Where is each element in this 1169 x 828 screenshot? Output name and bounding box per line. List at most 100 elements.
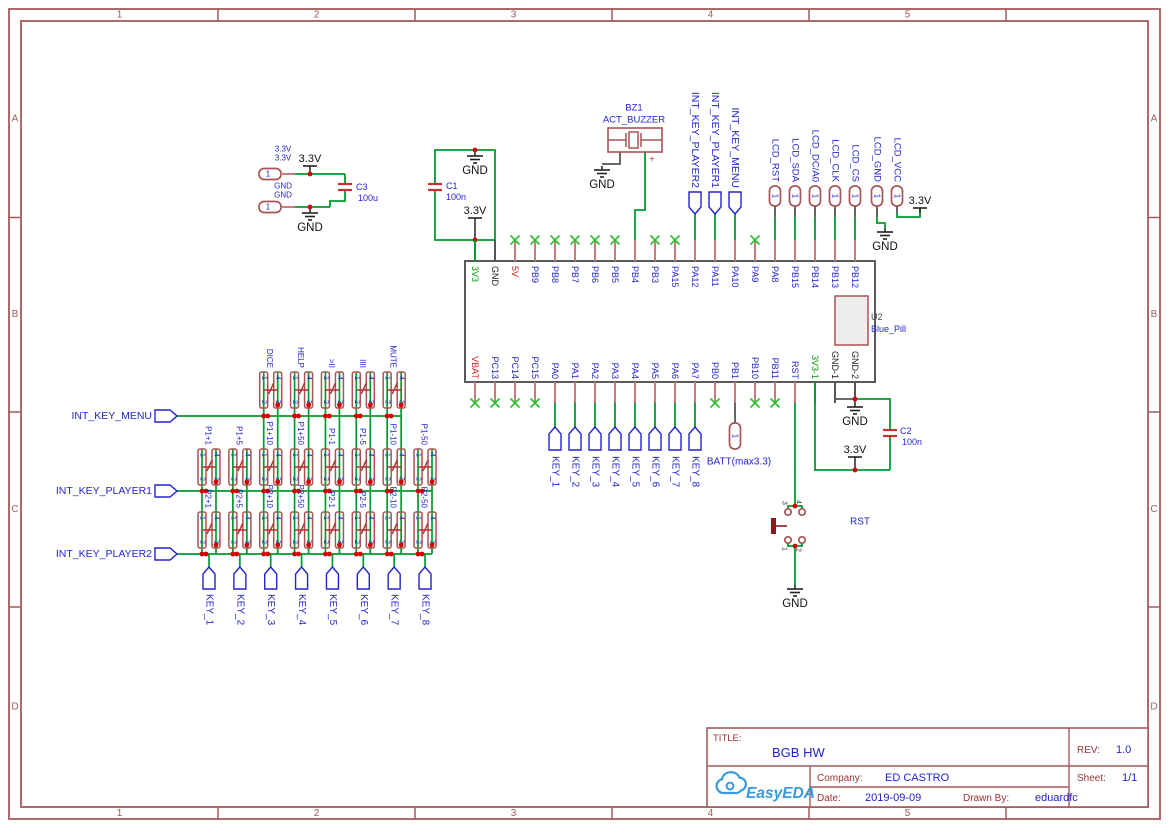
switch-label: P2-10 — [389, 487, 398, 509]
switch-pin-number: 3 — [367, 400, 374, 404]
ic-pin-name-PA9: PA9 — [750, 266, 760, 282]
switch-pin-number: 2 — [322, 400, 329, 404]
switch-pin-number: 2 — [291, 400, 298, 404]
switch-label: P1+5 — [234, 426, 243, 445]
c2-value: 100n — [902, 437, 922, 447]
c1-value: 100n — [446, 192, 466, 202]
lcd-connector-6[interactable] — [890, 185, 904, 207]
rst-button-pin[interactable] — [783, 507, 793, 517]
rst-button-pin[interactable] — [797, 507, 807, 517]
ic-pin-name-PB1: PB1 — [730, 362, 740, 379]
net-port-KEY_5[interactable] — [628, 425, 642, 451]
junction-dot — [234, 551, 240, 557]
net-port-INT_KEY_MENU[interactable] — [728, 191, 742, 216]
net-port-INT_KEY_PLAYER1[interactable] — [708, 191, 722, 216]
switch-pin-number: 1 — [229, 516, 236, 520]
net-port-KEY_3[interactable] — [588, 425, 602, 451]
ic-pin-name-PB12: PB12 — [850, 266, 860, 288]
ic-pin-name-PB9: PB9 — [530, 266, 540, 283]
switch-pin-number: 3 — [274, 400, 281, 404]
net-port-KEY_4[interactable] — [608, 425, 622, 451]
lcd-connector-1[interactable] — [788, 185, 802, 207]
lcd-connector-2-pin-number: 1 — [811, 194, 820, 199]
header-gnd-pin-number: 1 — [266, 203, 271, 212]
lcd-connector-0[interactable] — [768, 185, 782, 207]
switch-label: P1-10 — [389, 424, 398, 446]
junction-dot — [388, 413, 394, 419]
battery-connector[interactable] — [728, 422, 742, 450]
switch-pin-number: 4 — [367, 453, 374, 457]
ic-pin-name-PB3: PB3 — [650, 266, 660, 283]
lcd-connector-5[interactable] — [870, 185, 884, 207]
junction-dot — [296, 413, 301, 419]
junction-dot — [398, 542, 404, 548]
switch-actuator — [268, 522, 275, 535]
rst-button-pin[interactable] — [783, 535, 793, 545]
switch-pin-number: 3 — [274, 540, 281, 544]
lcd-connector-2[interactable] — [808, 185, 822, 207]
junction-dot — [384, 488, 390, 494]
net-port-INT_KEY_PLAYER1[interactable] — [154, 484, 179, 498]
switch-label: >II — [327, 359, 336, 368]
net-port-label: KEY_8 — [690, 456, 701, 488]
junction-dot — [429, 542, 435, 548]
c2-ref: C2 — [900, 426, 912, 436]
net-port-INT_KEY_PLAYER2[interactable] — [154, 547, 179, 561]
net-port-KEY_1[interactable] — [548, 425, 562, 451]
net-port-label: KEY_2 — [570, 456, 581, 488]
frame-col-label: 4 — [708, 10, 714, 21]
net-port-KEY_7-matrix[interactable] — [387, 565, 401, 590]
switch-pin-number: 2 — [199, 540, 206, 544]
net-port-label: KEY_1 — [550, 456, 561, 488]
net-port-KEY_8[interactable] — [688, 425, 702, 451]
ic-body[interactable] — [464, 260, 876, 383]
ic-pin-name-PB8: PB8 — [550, 266, 560, 283]
net-port-KEY_4-matrix[interactable] — [294, 565, 309, 590]
lcd-connector-4[interactable] — [848, 185, 862, 207]
ic-pin-name-PC15: PC15 — [530, 356, 540, 379]
buzzer-element — [628, 131, 639, 149]
lcd-connector-3[interactable] — [828, 185, 842, 207]
net-port-KEY_6[interactable] — [648, 425, 662, 451]
net-port-KEY_2-matrix[interactable] — [233, 565, 247, 590]
switch-label: P2-50 — [420, 487, 429, 509]
switch-pin-number: 4 — [398, 453, 405, 457]
title-block-border — [706, 727, 1149, 808]
junction-dot — [357, 488, 363, 494]
net-port-KEY_2[interactable] — [568, 425, 582, 451]
junction-dot — [292, 551, 297, 557]
junction-dot — [419, 488, 425, 494]
net-port-KEY_3-matrix[interactable] — [264, 565, 278, 590]
junction-dot — [275, 542, 281, 548]
net-port-INT_KEY_PLAYER2[interactable] — [688, 191, 702, 216]
date-value: 2019-09-09 — [865, 792, 921, 804]
switch-pin-number: 4 — [398, 516, 405, 520]
gnd-symbol-label: GND — [462, 165, 488, 177]
net-port-KEY_5-matrix[interactable] — [325, 565, 340, 590]
switch-pin-number: 4 — [398, 376, 405, 380]
switch-pin-number: 1 — [229, 453, 236, 457]
switch-pin-number: 1 — [291, 516, 298, 520]
net-port-label: KEY_3 — [590, 456, 601, 488]
rst-button-pin[interactable] — [797, 535, 807, 545]
switch-pin-number: 4 — [336, 376, 343, 380]
switch-label: P2-1 — [327, 491, 336, 508]
switch-actuator — [237, 459, 244, 472]
rst-button-actuator[interactable] — [771, 518, 776, 534]
net-port-INT_KEY_MENU[interactable] — [154, 409, 179, 423]
rst-pin-number: 1 — [781, 547, 788, 551]
net-port-label: INT_KEY_PLAYER2 — [689, 92, 701, 188]
junction-dot — [415, 488, 421, 494]
net-port-KEY_6-matrix[interactable] — [356, 565, 370, 590]
net-port-KEY_7[interactable] — [668, 425, 682, 451]
switch-pin-number: 1 — [415, 453, 422, 457]
title-block: TITLE: BGB HW REV: 1.0 Sheet: 1/1 Compan… — [706, 727, 1149, 808]
net-port-KEY_1-matrix[interactable] — [202, 565, 216, 590]
net-port-KEY_8-matrix[interactable] — [418, 565, 432, 590]
logo-gear-icon — [725, 781, 735, 791]
switch-pin-number: 3 — [305, 400, 312, 404]
no-connect-icon — [549, 234, 561, 246]
switch-actuator — [237, 522, 244, 535]
lcd-connector-5-pin-number: 1 — [873, 194, 882, 199]
